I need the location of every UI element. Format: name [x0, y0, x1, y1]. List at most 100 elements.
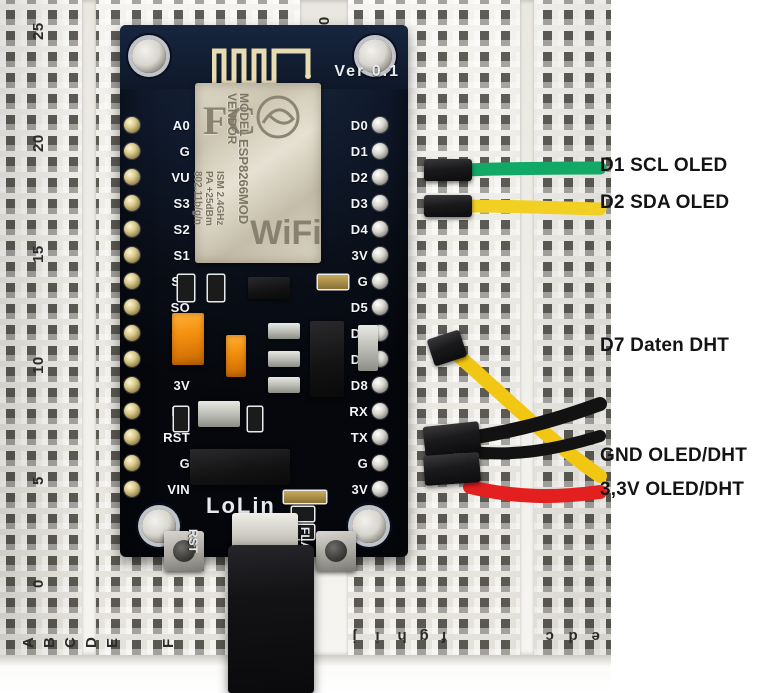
breadboard-row-letter-j-inv: j: [352, 628, 357, 645]
smd-resistor-1: [178, 275, 194, 301]
left-pin-en-11[interactable]: [124, 403, 140, 419]
breadboard-row-letter-g-inv: g: [419, 628, 429, 645]
smd-resistor-4: [248, 407, 262, 431]
module-spec-pa: PA +25dBm: [203, 171, 214, 226]
annotation-gnd: GND OLED/DHT: [600, 445, 748, 466]
breadboard-row-letter-d: D: [83, 636, 100, 648]
breadboard-number-15: 15: [30, 245, 47, 263]
left-pin-s1-5[interactable]: [124, 247, 140, 263]
left-pin-a0-0[interactable]: [124, 117, 140, 133]
module-vendor-line2: VENDOR: [225, 93, 239, 145]
left-pin-sc-6[interactable]: [124, 273, 140, 289]
breadboard-number-0: 0: [30, 579, 47, 588]
right-pin-d1-1[interactable]: [372, 143, 388, 159]
mounting-hole-top-right: [358, 39, 392, 73]
left-pin-label-s1-5: S1: [173, 248, 190, 263]
annotation-d2-sda: D2 SDA OLED: [600, 192, 730, 213]
right-pin-d5-7[interactable]: [372, 299, 388, 315]
right-pin-d0-0[interactable]: [372, 117, 388, 133]
right-pin-g-13[interactable]: [372, 455, 388, 471]
left-pin-g-1[interactable]: [124, 143, 140, 159]
module-vendor-line1: MODEL: [237, 93, 251, 137]
reset-button[interactable]: [164, 531, 204, 571]
breadboard-row-letter-c: C: [62, 636, 79, 648]
left-pin-label-g-1: G: [179, 144, 190, 159]
breadboard-number-20: 20: [30, 134, 47, 152]
smd-inductor-1: [268, 323, 300, 339]
smd-resistor-2: [208, 275, 224, 301]
right-pin-label-d0-0: D0: [350, 118, 368, 133]
right-pin-label-d8-10: D8: [350, 378, 368, 393]
breadboard-row-letter-i-inv: i: [375, 628, 380, 645]
right-pin-label-3v-14: 3V: [351, 482, 368, 497]
breadboard-gap-1: [82, 0, 96, 655]
nodemcu-board: Ver 0.1 FC MODEL VENDOR ESP8266MOD ISM 2…: [120, 25, 408, 575]
vendor-swirl-icon: [256, 95, 300, 139]
crystal-can: [358, 325, 378, 371]
left-pin-g-9[interactable]: [124, 351, 140, 367]
dupont-connector-vcc[interactable]: [423, 452, 481, 486]
left-pin-rst-12[interactable]: [124, 429, 140, 445]
annotation-d7-data: D7 Daten DHT: [600, 335, 730, 356]
left-pin-vin-14[interactable]: [124, 481, 140, 497]
breadboard-number-10: 10: [30, 356, 47, 374]
smd-inductor-4: [198, 401, 240, 427]
right-pin-label-d1-1: D1: [350, 144, 368, 159]
breadboard-row-letter-d-far: d: [568, 628, 578, 645]
right-pin-g-6[interactable]: [372, 273, 388, 289]
right-pin-3v-14[interactable]: [372, 481, 388, 497]
breadboard-row-letter-e-far: e: [591, 628, 600, 645]
breadboard-row-letter-f: F: [160, 638, 177, 648]
reset-button-label: RST: [186, 529, 200, 553]
left-pin-3v-10[interactable]: [124, 377, 140, 393]
module-part-number: ESP8266MOD: [236, 139, 251, 225]
right-pin-label-d4-4: D4: [350, 222, 368, 237]
breadboard-number-25: 25: [30, 22, 47, 40]
breadboard-row-letter-a: A: [20, 636, 37, 648]
right-pin-d3-3[interactable]: [372, 195, 388, 211]
right-pin-rx-11[interactable]: [372, 403, 388, 419]
esp8266-module-shield: FC MODEL VENDOR ESP8266MOD ISM 2.4GHz PA…: [192, 83, 322, 263]
right-pin-3v-5[interactable]: [372, 247, 388, 263]
dupont-connector-d2[interactable]: [424, 195, 472, 217]
right-pin-d8-10[interactable]: [372, 377, 388, 393]
left-pin-vu-2[interactable]: [124, 169, 140, 185]
flash-button[interactable]: [316, 531, 356, 571]
left-pin-label-3v-10: 3V: [173, 378, 190, 393]
left-pin-label-s3-3: S3: [173, 196, 190, 211]
smd-part-gold-2: [284, 491, 326, 503]
left-pin-label-a0-0: A0: [172, 118, 190, 133]
breadboard-row-letter-f-inv: f: [441, 628, 447, 645]
left-pin-s2-4[interactable]: [124, 221, 140, 237]
left-pin-label-so-7: SO: [170, 300, 190, 315]
breadboard-row-letter-b: B: [41, 636, 58, 648]
usb-serial-ic: [190, 449, 290, 485]
regulator-ic: [310, 321, 344, 397]
right-pin-d2-2[interactable]: [372, 169, 388, 185]
mounting-hole-bottom-right: [352, 509, 386, 543]
right-pin-d4-4[interactable]: [372, 221, 388, 237]
right-pin-label-rx-11: RX: [349, 404, 368, 419]
fcc-mark-icon: FC: [203, 98, 257, 143]
usb-cable-plug: [228, 545, 314, 693]
tantalum-capacitor-2: [226, 335, 246, 377]
breadboard-row-letter-c-far: c: [545, 628, 554, 645]
left-pin-s3-3[interactable]: [124, 195, 140, 211]
right-pin-tx-12[interactable]: [372, 429, 388, 445]
left-pin-label-vin-14: VIN: [167, 482, 190, 497]
left-pin-label-g-13: G: [179, 456, 190, 471]
dupont-connector-d1[interactable]: [424, 159, 472, 181]
annotation-d1-scl: D1 SCL OLED: [600, 155, 728, 176]
right-pin-label-3v-5: 3V: [351, 248, 368, 263]
breadboard-row-letter-h-inv: h: [397, 628, 407, 645]
right-pin-label-g-13: G: [357, 456, 368, 471]
left-pin-so-7[interactable]: [124, 299, 140, 315]
smd-resistor-3: [174, 407, 188, 431]
breadboard-number-5: 5: [30, 476, 47, 485]
left-pin-label-vu-2: VU: [171, 170, 190, 185]
left-pin-sk-8[interactable]: [124, 325, 140, 341]
breadboard-row-letter-e: E: [104, 637, 121, 648]
right-pin-label-d2-2: D2: [350, 170, 368, 185]
smd-inductor-2: [268, 351, 300, 367]
left-pin-g-13[interactable]: [124, 455, 140, 471]
